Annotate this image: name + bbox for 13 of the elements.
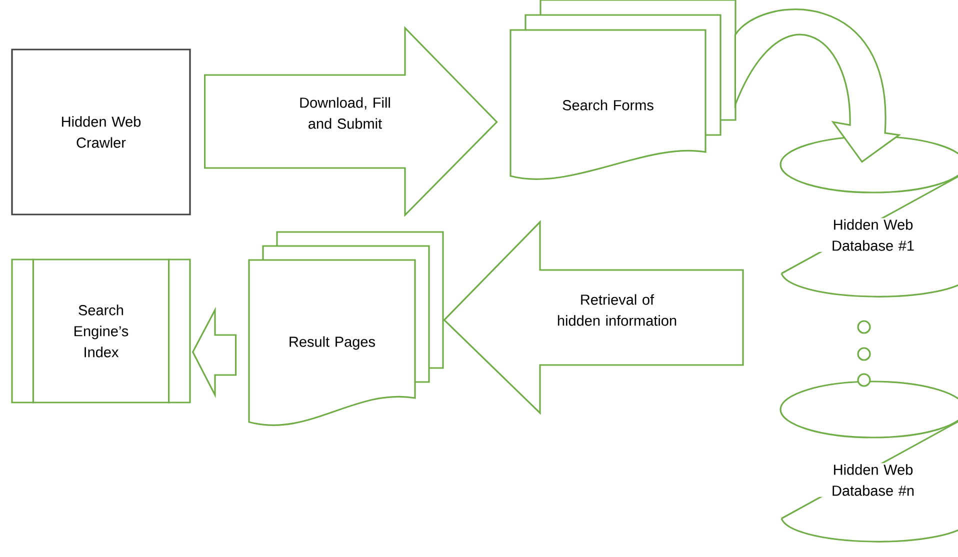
process-box: Hidden Web Crawler [11,48,191,216]
edge-label: Retrieval of hidden information [558,294,676,326]
node-label: Hidden Web Database #n [832,464,914,496]
block-arrow [204,26,498,217]
node-label: Hidden Web Database #1 [832,219,914,251]
document-stack: Search Forms [510,0,736,180]
document-stack: Result Pages [248,231,444,426]
block-arrow [443,220,744,415]
curved-arrow [734,8,900,163]
database-cylinder: Hidden Web Database #n [780,380,958,542]
block-arrow [192,306,237,398]
edge-label: Download, Fill and Submit [300,97,390,129]
index-box: Search Engine’s Index [11,258,191,404]
